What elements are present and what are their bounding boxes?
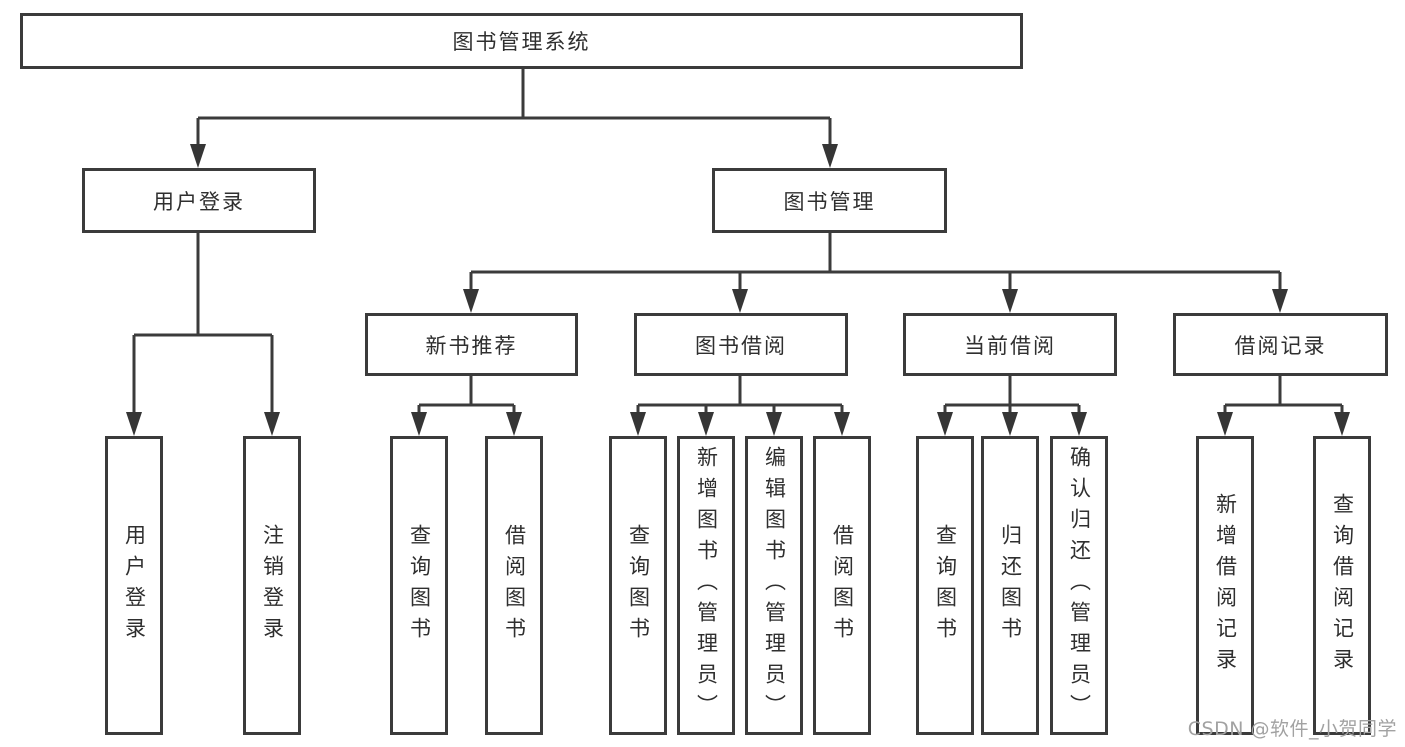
leaf-return-books-label: 归还图书 <box>998 523 1023 648</box>
leaf-query-books-current: 查询图书 <box>916 436 974 735</box>
leaf-borrow-books-recommend: 借阅图书 <box>485 436 543 735</box>
csdn-watermark: CSDN @软件_小贺同学 <box>1187 718 1397 740</box>
node-root-system: 图书管理系统 <box>20 13 1023 69</box>
leaf-borrow-books-recommend-label: 借阅图书 <box>502 523 527 648</box>
leaf-edit-books-admin: 编辑图书（管理员） <box>745 436 803 735</box>
leaf-query-books-borrowing: 查询图书 <box>609 436 667 735</box>
node-new-book-recommend-label: 新书推荐 <box>425 333 518 358</box>
leaf-add-borrow-record: 新增借阅记录 <box>1196 436 1254 735</box>
node-book-management-label: 图书管理 <box>783 189 876 214</box>
leaf-logout-label: 注销登录 <box>260 523 285 648</box>
leaf-borrow-books-label: 借阅图书 <box>830 523 855 648</box>
node-new-book-recommend: 新书推荐 <box>365 313 578 376</box>
node-borrowing-records-label: 借阅记录 <box>1234 333 1327 358</box>
leaf-query-borrow-record-label: 查询借阅记录 <box>1330 492 1355 679</box>
leaf-logout: 注销登录 <box>243 436 301 735</box>
leaf-confirm-return-admin: 确认归还（管理员） <box>1050 436 1108 735</box>
leaf-user-login: 用户登录 <box>105 436 163 735</box>
node-current-borrowing: 当前借阅 <box>903 313 1117 376</box>
leaf-confirm-return-admin-label: 确认归还（管理员） <box>1067 446 1092 725</box>
node-book-borrowing-label: 图书借阅 <box>695 333 787 358</box>
node-user-login-label: 用户登录 <box>153 189 245 214</box>
node-borrowing-records: 借阅记录 <box>1173 313 1388 376</box>
leaf-query-books-borrowing-label: 查询图书 <box>626 523 651 648</box>
leaf-edit-books-admin-label: 编辑图书（管理员） <box>762 446 787 725</box>
node-user-login: 用户登录 <box>82 168 316 233</box>
leaf-add-books-admin: 新增图书（管理员） <box>677 436 735 735</box>
leaf-user-login-label: 用户登录 <box>122 523 147 648</box>
arrowheads <box>126 144 1350 436</box>
leaf-return-books: 归还图书 <box>981 436 1039 735</box>
leaf-add-borrow-record-label: 新增借阅记录 <box>1213 492 1238 679</box>
node-root-label: 图书管理系统 <box>452 30 591 54</box>
leaf-borrow-books: 借阅图书 <box>813 436 871 735</box>
leaf-query-books-current-label: 查询图书 <box>933 523 958 648</box>
node-current-borrowing-label: 当前借阅 <box>964 333 1056 358</box>
node-book-borrowing: 图书借阅 <box>634 313 848 376</box>
leaf-query-books-recommend: 查询图书 <box>390 436 448 735</box>
leaf-query-borrow-record: 查询借阅记录 <box>1313 436 1371 735</box>
leaf-add-books-admin-label: 新增图书（管理员） <box>694 446 719 725</box>
leaf-query-books-recommend-label: 查询图书 <box>407 523 432 648</box>
node-book-management: 图书管理 <box>712 168 947 233</box>
